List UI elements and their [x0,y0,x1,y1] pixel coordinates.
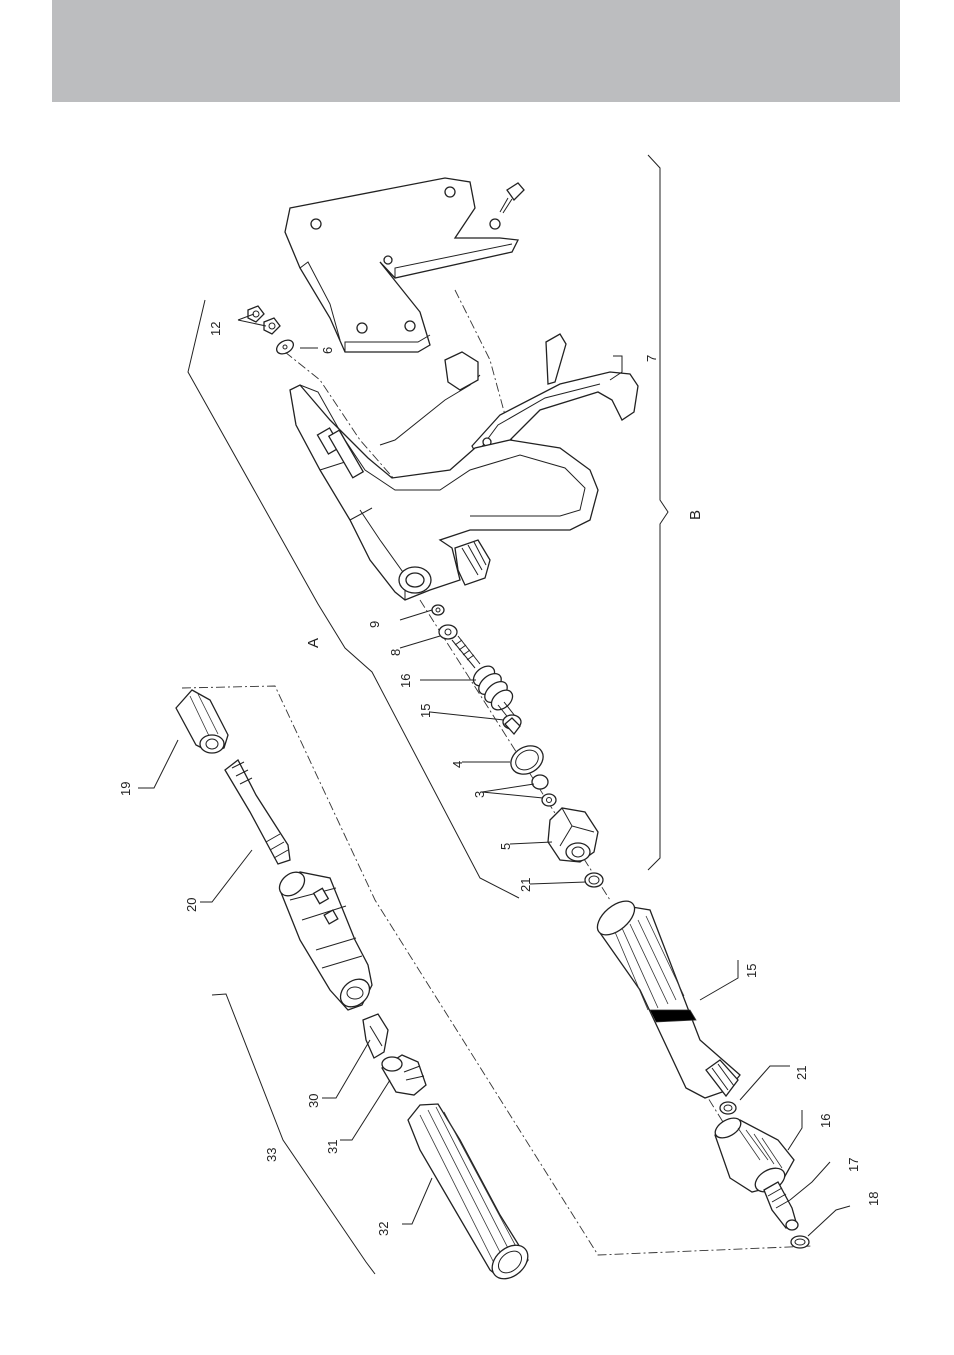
label-19: 19 [118,782,133,796]
label-7: 7 [644,355,659,362]
o-ring-18 [791,1236,809,1248]
assembly-line-nozzle [182,686,812,1255]
extension-tube-15 [591,895,740,1098]
label-16-spring: 16 [398,674,413,688]
valve-stem-spring-16 [452,636,516,720]
label-12: 12 [208,322,223,336]
washer-9 [432,605,444,615]
label-15-tube: 15 [744,964,759,978]
label-9: 9 [367,621,382,628]
nozzle-insert-30 [363,1014,388,1058]
screw-top [500,183,524,213]
nozzle-body [275,867,375,1012]
label-20: 20 [184,898,199,912]
label-18: 18 [866,1192,881,1206]
adapter-16 [712,1114,794,1197]
nozzle-tube-20 [225,760,290,864]
label-31: 31 [325,1140,340,1154]
label-8: 8 [388,649,403,656]
label-32: 32 [376,1222,391,1236]
label-3: 3 [472,791,487,798]
nozzle-head-31 [382,1055,426,1095]
washer-8 [439,625,457,639]
o-ring-21-bottom [720,1102,736,1114]
nozzle-sleeve-32 [408,1104,534,1286]
handle-cover-plate [285,178,518,352]
bracket-33 [212,994,375,1274]
nut-5 [548,808,598,862]
nipple-17 [764,1182,798,1230]
group-label-b: B [687,510,704,520]
valve-seat-15 [503,715,521,734]
seals-3 [532,775,556,806]
o-ring-21-top [585,873,603,887]
label-5: 5 [498,843,513,850]
label-17: 17 [846,1158,861,1172]
screws-12 [248,306,280,334]
label-21-bottom: 21 [794,1066,809,1080]
label-6: 6 [320,347,335,354]
group-label-a: A [305,638,322,648]
label-4: 4 [450,761,465,768]
label-15-seat: 15 [418,704,433,718]
label-33: 33 [264,1148,279,1162]
bracket-b [648,155,668,870]
label-16-adapter: 16 [818,1114,833,1128]
bracket-a [188,300,519,898]
nozzle-nut-19 [176,690,228,753]
label-21-top: 21 [518,878,533,892]
label-30: 30 [306,1094,321,1108]
washer-6 [274,337,296,356]
